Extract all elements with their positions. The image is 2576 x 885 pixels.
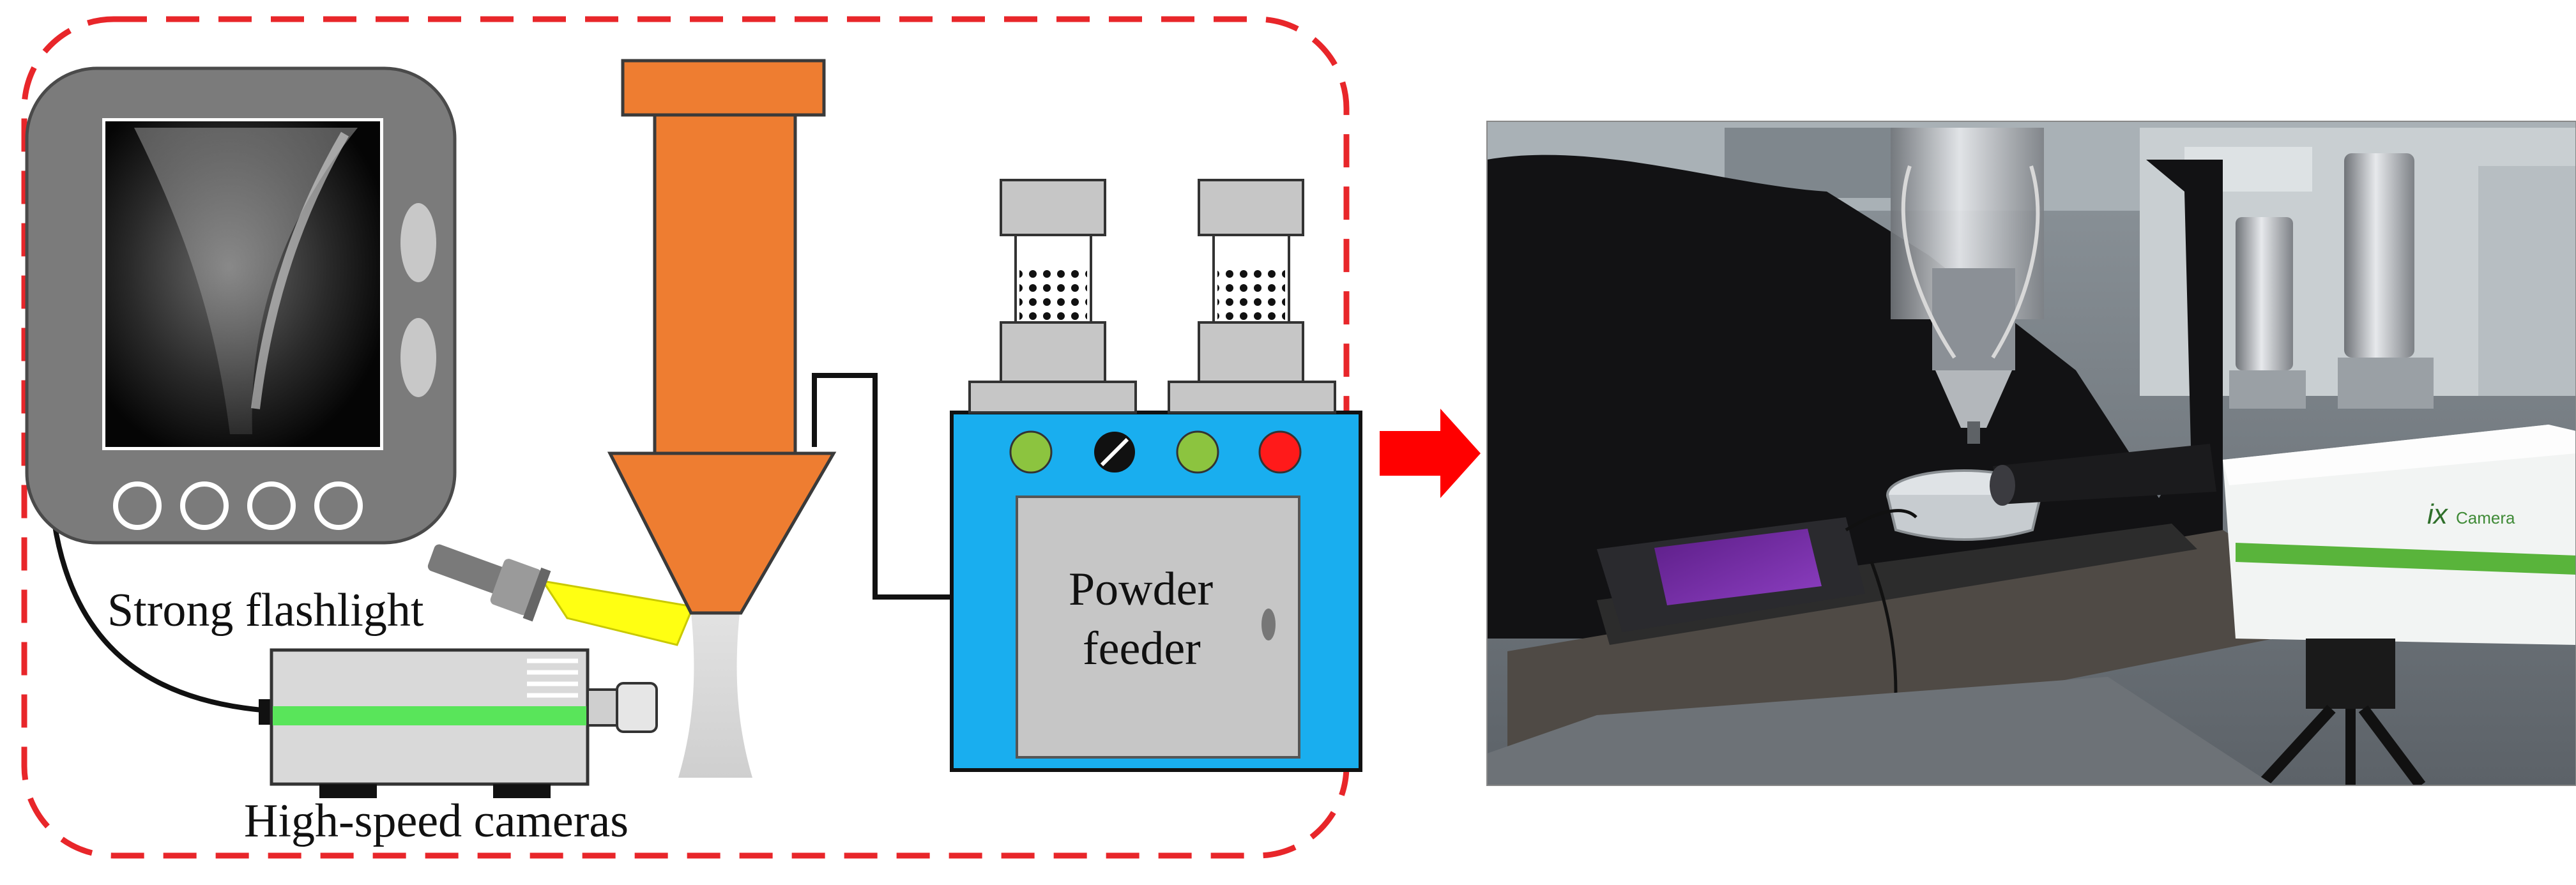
cameras-label: High-speed cameras — [244, 795, 629, 847]
camera-stripe — [273, 706, 586, 725]
ix-model: Camera — [2456, 508, 2515, 527]
setup-photo: ix Camera — [1487, 121, 2576, 785]
indicator-green-1 — [1009, 430, 1053, 474]
indicator-red — [1258, 430, 1302, 474]
flashlight — [427, 544, 695, 646]
flashlight-label: Strong flashlight — [107, 584, 424, 637]
feeder-label-line2: feeder — [1083, 623, 1201, 675]
red-arrow — [1380, 409, 1481, 498]
black-cloth — [1487, 155, 2223, 639]
flash-beam — [540, 579, 695, 646]
dashed-border — [21, 16, 1350, 859]
plume-streak — [134, 128, 358, 434]
monitor-button-2[interactable] — [180, 481, 229, 530]
canister-right — [1168, 179, 1336, 414]
ix-camera: ix Camera — [2223, 425, 2576, 645]
powder-hopper — [607, 59, 837, 615]
monitor-side-button-1[interactable] — [400, 203, 436, 282]
monitor-button-3[interactable] — [247, 481, 296, 530]
indicator-green-2 — [1176, 430, 1219, 474]
door-handle[interactable] — [1261, 609, 1276, 640]
camera-lens — [1990, 444, 2216, 506]
handheld-display — [1597, 509, 1917, 754]
feeder-door — [1016, 495, 1300, 759]
ix-brand: ix — [2427, 499, 2449, 530]
feeder-label-line1: Powder — [1069, 563, 1213, 616]
tripod — [2257, 639, 2426, 785]
monitor — [25, 66, 457, 545]
monitor-button-1[interactable] — [113, 481, 162, 530]
high-speed-camera — [259, 648, 658, 798]
photo-frame — [1486, 121, 2576, 786]
monitor-cable — [52, 522, 263, 713]
canister-left — [968, 179, 1137, 414]
monitor-side-button-2[interactable] — [400, 318, 436, 397]
powder-jet — [678, 613, 752, 778]
feed-pipe — [812, 373, 952, 600]
powder-feeder — [950, 179, 1362, 772]
monitor-button-4[interactable] — [314, 481, 363, 530]
ix-camera-stripe — [2236, 543, 2576, 575]
